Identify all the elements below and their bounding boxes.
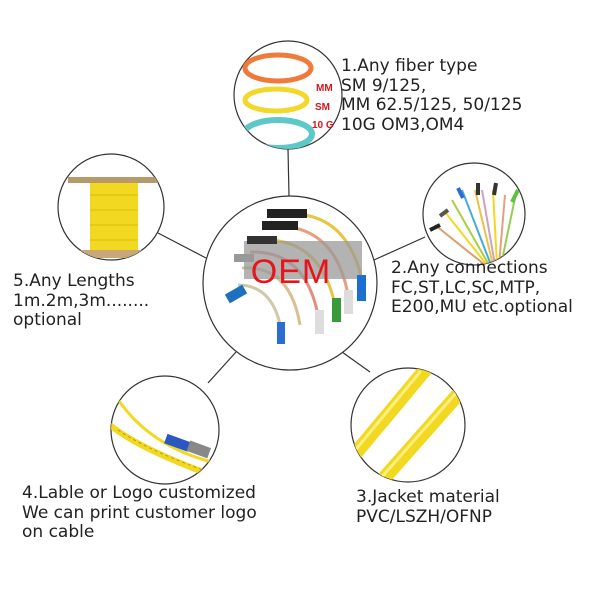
fiber-types-image: MM SM 10 G (233, 40, 343, 150)
connector-top (287, 148, 290, 197)
feature-line: MM 62.5/125, 50/125 (341, 95, 523, 115)
tag-10g: 10 G (312, 120, 334, 131)
connector-bottom-right (341, 351, 371, 373)
feature-title: 5.Any Lengths (13, 271, 135, 291)
connector-lines (157, 148, 426, 384)
feature-title: 4.Lable or Logo customized (22, 483, 256, 503)
feature-line: on cable (22, 522, 95, 542)
tag-mm: MM (316, 83, 333, 94)
center-patch-cords-image (202, 195, 378, 371)
printed-cable-image (110, 375, 220, 485)
feature-line: 10G OM3,OM4 (341, 114, 465, 135)
connectors-image (422, 162, 526, 266)
feature-title: 1.Any fiber type (341, 56, 478, 76)
connector-left (157, 232, 207, 259)
feature-line: We can print customer logo (22, 502, 257, 523)
tag-sm: SM (315, 102, 330, 113)
connector-bottom-left (207, 351, 237, 384)
feature-title: 3.Jacket material (356, 487, 500, 507)
oem-badge: OEM (250, 253, 332, 291)
feature-line: E200,MU etc.optional (391, 297, 573, 317)
feature-jacket: 3.Jacket material PVC/LSZH/OFNP (356, 487, 500, 527)
feature-connections: 2.Any connections FC,ST,LC,SC,MTP, E200,… (391, 258, 573, 318)
feature-fiber-type: 1.Any fiber type SM 9/125, MM 62.5/125, … (341, 56, 523, 135)
feature-line: PVC/LSZH/OFNP (356, 506, 493, 527)
feature-line: FC,ST,LC,SC,MTP, (391, 277, 541, 298)
feature-lengths: 5.Any Lengths 1m.2m,3m........ optional (13, 271, 150, 331)
cable-spool-image (57, 153, 165, 261)
feature-logo: 4.Lable or Logo customized We can print … (22, 483, 257, 543)
feature-line: optional (13, 310, 82, 330)
connector-right (373, 236, 426, 261)
feature-line: SM 9/125, (341, 75, 427, 96)
jacket-material-image (350, 367, 466, 483)
feature-line: 1m.2m,3m........ (13, 290, 150, 311)
feature-title: 2.Any connections (391, 258, 548, 278)
